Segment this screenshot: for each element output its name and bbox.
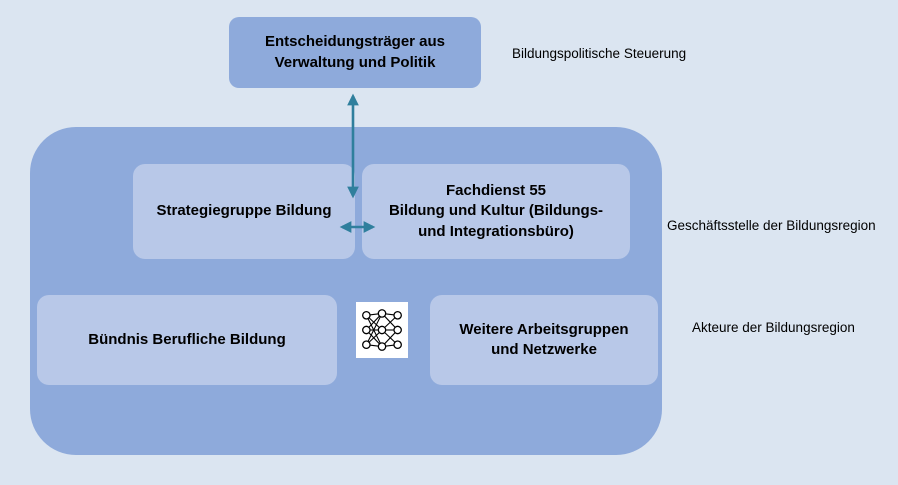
- weitere-label: Weitere Arbeitsgruppen und Netzwerke: [459, 320, 629, 358]
- side-label-geschaeftsstelle: Geschäftsstelle der Bildungsregion: [667, 218, 876, 233]
- fachdienst-label: Fachdienst 55 Bildung und Kultur (Bildun…: [388, 182, 604, 240]
- top-box-label: Entscheidungsträger aus Verwaltung und P…: [264, 33, 446, 71]
- side-label-akteure: Akteure der Bildungsregion: [692, 320, 855, 335]
- strategiegruppe-label: Strategiegruppe Bildung: [156, 202, 332, 220]
- buendnis-label: Bündnis Berufliche Bildung: [88, 330, 286, 348]
- bildungsregion-container: Strategiegruppe Bildung Fachdienst 55 Bi…: [30, 127, 662, 455]
- box-weitere-arbeitsgruppen: Weitere Arbeitsgruppen und Netzwerke: [430, 295, 658, 385]
- network-graph-icon: [362, 309, 402, 351]
- side-label-bildungspolitische-steuerung: Bildungspolitische Steuerung: [512, 46, 687, 61]
- box-buendnis-berufliche-bildung: Bündnis Berufliche Bildung: [37, 295, 337, 385]
- network-icon: [356, 302, 408, 358]
- box-strategiegruppe-bildung: Strategiegruppe Bildung: [133, 164, 355, 259]
- box-fachdienst-55: Fachdienst 55 Bildung und Kultur (Bildun…: [362, 164, 630, 259]
- top-box-entscheidungstraeger: Entscheidungsträger aus Verwaltung und P…: [229, 17, 481, 88]
